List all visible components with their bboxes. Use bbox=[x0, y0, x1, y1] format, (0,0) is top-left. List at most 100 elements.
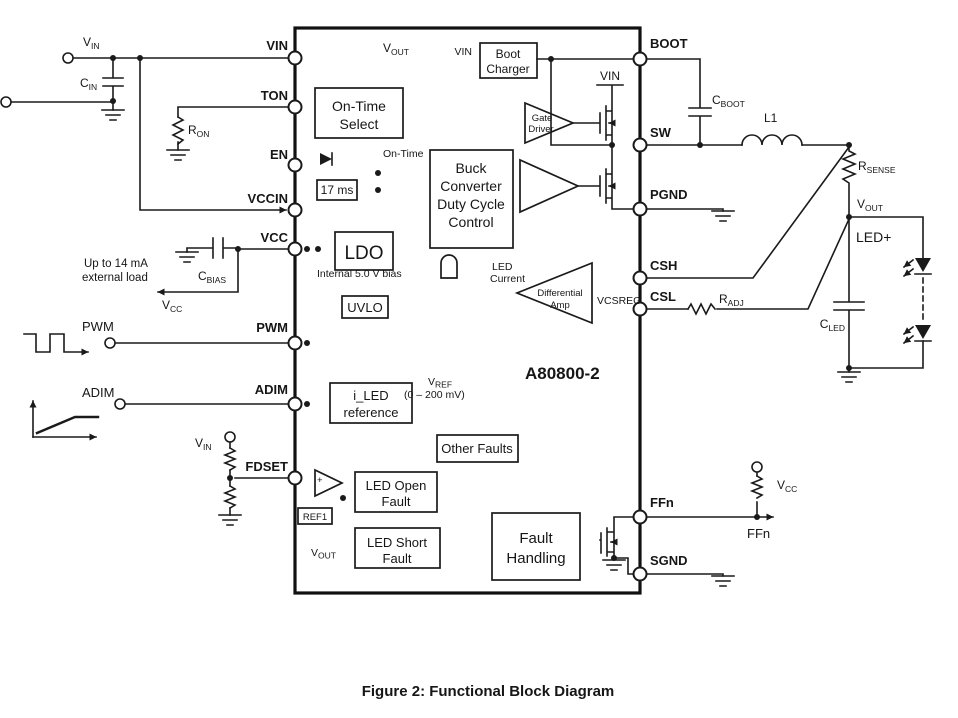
external-load-line1: Up to 14 mA bbox=[84, 258, 148, 270]
ground-cin bbox=[101, 109, 125, 121]
low-side-driver-triangle bbox=[519, 158, 581, 214]
wires-csl-ext bbox=[645, 217, 851, 310]
i-led-reference-line1: i_LED bbox=[353, 388, 388, 403]
ground-sgnd bbox=[711, 575, 735, 587]
other-faults-label: Other Faults bbox=[441, 441, 513, 456]
inductor-l1 bbox=[741, 134, 803, 146]
ground-pgnd bbox=[711, 210, 735, 222]
vin-top-label: VIN bbox=[83, 35, 100, 51]
vin-fet-label: VIN bbox=[600, 69, 620, 83]
pin-adim bbox=[287, 396, 303, 412]
fault-handling-line2: Handling bbox=[506, 550, 565, 567]
i-led-reference-line2: reference bbox=[344, 405, 399, 420]
cbias-label: CBIAS bbox=[198, 269, 226, 285]
wires-top-left-input bbox=[10, 57, 290, 111]
uvlo-label: UVLO bbox=[347, 300, 382, 315]
pin-label-ffn: FFn bbox=[650, 495, 674, 510]
ground-led bbox=[837, 371, 861, 383]
pin-vccin bbox=[287, 202, 303, 218]
input-terminal-top bbox=[62, 52, 74, 64]
gate-driver-triangle bbox=[524, 101, 576, 145]
pin-label-adim: ADIM bbox=[255, 382, 288, 397]
boot-charger-line2: Charger bbox=[486, 62, 529, 76]
ron-label: RON bbox=[188, 123, 209, 139]
pin-label-sgnd: SGND bbox=[650, 553, 688, 568]
pin-label-csl: CSL bbox=[650, 289, 676, 304]
and-gate bbox=[440, 254, 458, 279]
wires-boot-ext bbox=[645, 58, 712, 146]
cboot-label: CBOOT bbox=[712, 93, 745, 109]
led-short-fault-line2: Fault bbox=[383, 551, 412, 566]
on-time-signal-label: On-Time bbox=[383, 148, 424, 160]
buck-line3: Duty Cycle bbox=[437, 196, 505, 212]
pin-label-sw: SW bbox=[650, 125, 672, 140]
pin-ton bbox=[287, 99, 303, 115]
differential-amp-triangle bbox=[514, 261, 593, 325]
ground-ron bbox=[166, 149, 190, 161]
gate-driver-line1: Gate bbox=[532, 113, 553, 124]
led-current-line2: Current bbox=[490, 273, 525, 285]
vcsreg-label: VCSREG bbox=[597, 295, 641, 307]
pin-label-pwm: PWM bbox=[256, 320, 288, 335]
pin-pwm bbox=[287, 335, 303, 351]
block-ref1 bbox=[297, 507, 333, 525]
block-buck-converter bbox=[429, 149, 514, 249]
block-17ms-delay bbox=[316, 179, 358, 201]
adim-ext-label: ADIM bbox=[82, 385, 115, 400]
block-fault-handling bbox=[491, 512, 581, 581]
pin-label-fdset: FDSET bbox=[245, 459, 288, 474]
junction-dots bbox=[110, 55, 852, 561]
comparator-plus-sign: + bbox=[317, 475, 323, 486]
l1-label: L1 bbox=[764, 111, 778, 125]
part-number: A80800-2 bbox=[525, 364, 600, 383]
block-ldo bbox=[334, 231, 394, 271]
vout-right-label: VOUT bbox=[857, 197, 883, 213]
wire-vccin-drop bbox=[139, 57, 287, 214]
wires-vcc-cbias bbox=[186, 237, 290, 259]
pin-ffn bbox=[632, 509, 648, 525]
buck-line4: Control bbox=[448, 214, 493, 230]
led-diode-bottom-icon bbox=[902, 325, 932, 345]
block-uvlo bbox=[341, 295, 389, 319]
mosfet-high-side bbox=[572, 84, 624, 146]
diff-amp-line1: Differential bbox=[537, 288, 582, 299]
adim-terminal bbox=[114, 398, 126, 410]
ldo-label: LDO bbox=[344, 243, 383, 264]
icon-pwm-waveform bbox=[23, 333, 89, 356]
icon-adim-ramp bbox=[35, 415, 100, 435]
vout-top-label: VOUT bbox=[383, 41, 409, 57]
vin-fdset-terminal bbox=[224, 431, 236, 443]
on-time-select-line1: On-Time bbox=[332, 98, 386, 114]
vin-fdset-label: VIN bbox=[195, 436, 212, 452]
pin-label-vin: VIN bbox=[266, 38, 288, 53]
led-diode-top-icon bbox=[902, 258, 932, 278]
on-time-select-line2: Select bbox=[340, 116, 379, 132]
pin-label-vccin: VCCIN bbox=[248, 191, 288, 206]
led-plus-label: LED+ bbox=[856, 229, 891, 245]
delay-17ms-label: 17 ms bbox=[321, 183, 354, 197]
pin-label-vcc: VCC bbox=[261, 230, 289, 245]
figure-caption: Figure 2: Functional Block Diagram bbox=[362, 683, 615, 700]
block-i-led-reference bbox=[329, 382, 413, 424]
led-open-fault-line2: Fault bbox=[382, 494, 411, 509]
buck-line1: Buck bbox=[455, 160, 487, 176]
vout-ledshort-label: VOUT bbox=[311, 547, 336, 561]
pin-label-pgnd: PGND bbox=[650, 187, 688, 202]
diff-amp-line2: Amp bbox=[550, 300, 570, 311]
pin-sgnd bbox=[632, 566, 648, 582]
pin-label-csh: CSH bbox=[650, 258, 677, 273]
vref-label: VREF bbox=[428, 376, 452, 390]
wire-vcc-ext-load bbox=[157, 248, 239, 296]
pin-label-ton: TON bbox=[261, 88, 288, 103]
led-open-fault-line1: LED Open bbox=[366, 478, 427, 493]
pin-label-boot: BOOT bbox=[650, 36, 688, 51]
vcc-ffn-terminal bbox=[751, 461, 763, 473]
fault-handling-line1: Fault bbox=[519, 530, 553, 547]
pin-boot bbox=[632, 51, 648, 67]
pin-vcc bbox=[287, 241, 303, 257]
vcc-ffn-label: VCC bbox=[777, 478, 797, 494]
radj-label: RADJ bbox=[719, 292, 744, 308]
block-on-time-select bbox=[314, 87, 404, 139]
